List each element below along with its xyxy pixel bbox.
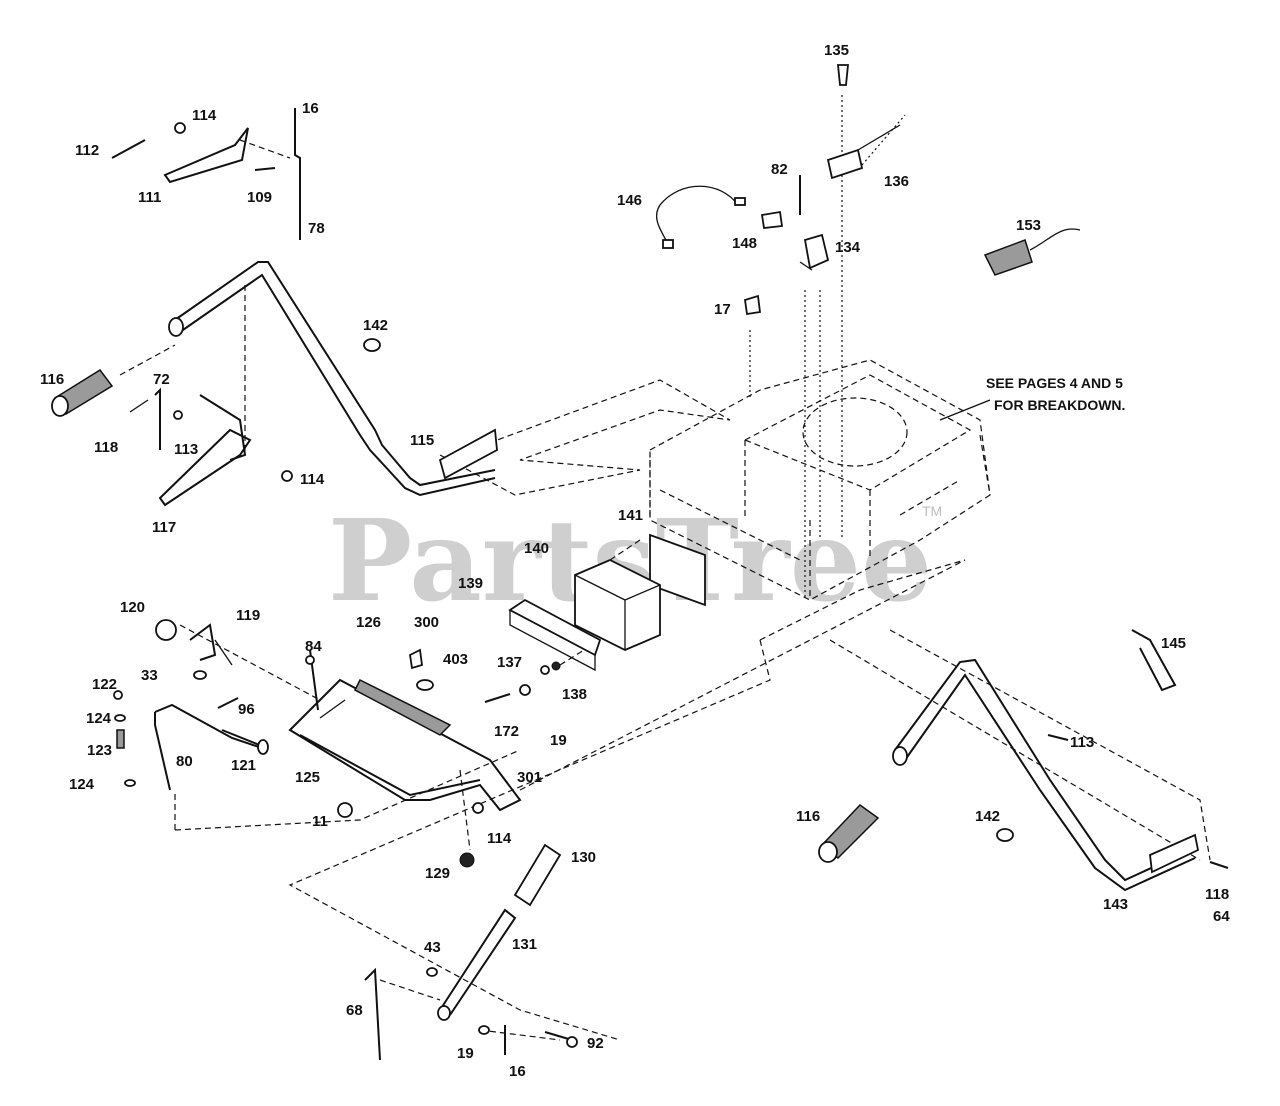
part-label: 96 <box>238 701 255 718</box>
part-label: 113 <box>174 441 198 458</box>
electrical-parts <box>655 64 1081 316</box>
part-label: 131 <box>512 936 537 953</box>
part-label: 84 <box>305 638 322 655</box>
part-label: 145 <box>1161 635 1186 652</box>
part-label: 115 <box>410 432 434 449</box>
lower-linkage <box>364 843 578 1061</box>
part-label: 116 <box>40 371 64 388</box>
part-label: 82 <box>771 161 788 178</box>
part-label: 130 <box>571 849 596 866</box>
part-label: 146 <box>617 192 642 209</box>
note-line-2: FOR BREAKDOWN. <box>994 397 1125 413</box>
handlebar-right <box>818 629 1229 892</box>
part-label: 122 <box>92 676 117 693</box>
pin-118 <box>129 399 149 413</box>
part-label: 117 <box>152 519 176 536</box>
lever-117 <box>158 428 252 507</box>
part-label: 33 <box>141 667 158 684</box>
grip-116-left <box>51 369 114 417</box>
part-label: 111 <box>138 189 161 206</box>
part-label: 138 <box>562 686 587 703</box>
part-label: 118 <box>94 439 118 456</box>
note-line-1: SEE PAGES 4 AND 5 <box>986 375 1123 391</box>
part-label: 125 <box>295 769 320 786</box>
nut-114-mid <box>281 470 293 482</box>
part-label: 72 <box>153 371 170 388</box>
part-label: 118 <box>1205 886 1229 903</box>
part-label: 137 <box>497 654 522 671</box>
part-label: 143 <box>1103 896 1128 913</box>
part-label: 142 <box>975 808 1000 825</box>
part-label: 301 <box>517 769 542 786</box>
nut-114-top <box>174 122 186 134</box>
part-label: 16 <box>302 100 319 117</box>
part-label: 140 <box>524 540 549 557</box>
part-labels: 135 16 114 112 111 109 78 82 136 146 148… <box>40 42 1230 1080</box>
part-label: 403 <box>443 651 468 668</box>
part-label: 142 <box>363 317 388 334</box>
control-assembly <box>113 619 522 868</box>
watermark-trademark: TM <box>922 503 942 519</box>
part-label: 119 <box>236 607 260 624</box>
engine-outline <box>649 359 991 601</box>
part-label: 116 <box>796 808 820 825</box>
part-label: 135 <box>824 42 849 59</box>
grommet-142-left <box>363 338 381 352</box>
part-label: 172 <box>494 723 519 740</box>
part-label: 64 <box>1213 908 1230 925</box>
part-label: 19 <box>457 1045 474 1062</box>
part-label: 300 <box>414 614 439 631</box>
part-label: 129 <box>425 865 450 882</box>
part-label: 17 <box>714 301 731 318</box>
part-label: 121 <box>231 757 256 774</box>
pin-112 <box>111 139 146 159</box>
part-label: 43 <box>424 939 441 956</box>
bolt-113-head <box>173 410 183 420</box>
part-label: 114 <box>300 471 325 488</box>
part-label: 114 <box>192 107 217 124</box>
part-label: 68 <box>346 1002 363 1019</box>
rod-78 <box>294 108 301 240</box>
bracket-113 <box>199 394 247 461</box>
part-label: 141 <box>618 507 643 524</box>
handlebar-left <box>168 261 498 497</box>
battery-assembly <box>484 533 706 703</box>
part-label: 112 <box>75 142 99 159</box>
part-label: 134 <box>835 239 861 256</box>
part-label: 92 <box>587 1035 604 1052</box>
part-label: 80 <box>176 753 193 770</box>
part-label: 126 <box>356 614 381 631</box>
lever-111 <box>163 127 249 184</box>
part-label: 153 <box>1016 217 1041 234</box>
part-label: 113 <box>1070 734 1094 751</box>
rod-72 <box>154 387 161 450</box>
bolt-109 <box>254 167 276 171</box>
part-label: 11 <box>312 813 328 830</box>
part-label: 109 <box>247 189 272 206</box>
part-label: 124 <box>86 710 112 727</box>
part-label: 19 <box>550 732 567 749</box>
part-label: 114 <box>487 830 512 847</box>
part-label: 136 <box>884 173 909 190</box>
part-label: 139 <box>458 575 483 592</box>
part-label: 148 <box>732 235 757 252</box>
part-label: 16 <box>509 1063 526 1080</box>
part-label: 120 <box>120 599 145 616</box>
part-label: 124 <box>69 776 95 793</box>
part-label: 78 <box>308 220 325 237</box>
part-label: 123 <box>87 742 112 759</box>
